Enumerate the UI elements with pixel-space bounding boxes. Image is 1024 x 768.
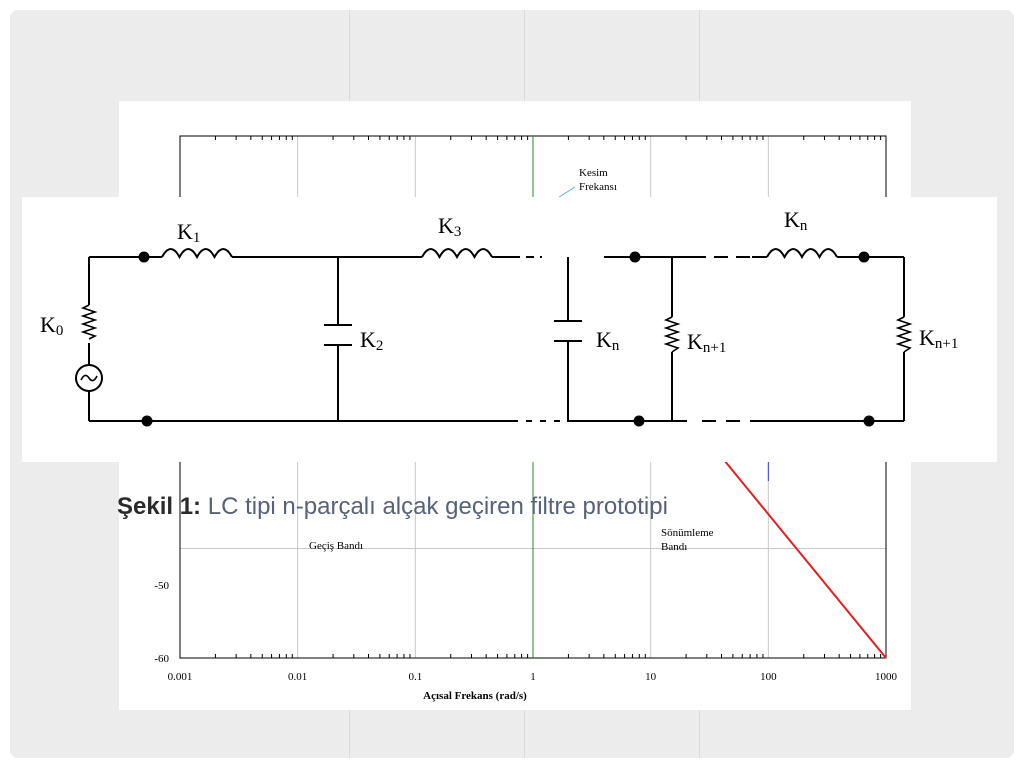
label-k0: K0 bbox=[40, 312, 63, 339]
node-dot bbox=[141, 415, 153, 427]
inductor-k3 bbox=[421, 248, 493, 260]
y-tick-label: -50 bbox=[154, 580, 169, 592]
figure-caption: Şekil 1: LC tipi n-parçalı alçak geçiren… bbox=[117, 493, 668, 521]
stopband-label: Bandı bbox=[661, 541, 687, 553]
inductor-k1 bbox=[161, 248, 233, 260]
circuit-wires bbox=[88, 256, 905, 422]
inductor-kn bbox=[766, 248, 838, 260]
node-dot bbox=[629, 251, 641, 263]
resistor-kn1-mid bbox=[663, 316, 681, 353]
x-tick-label: 1 bbox=[530, 671, 536, 683]
x-tick-label: 10 bbox=[645, 671, 657, 683]
circuit-svg: K0 K1 K2 K3 Kn Kn Kn+1 Kn+1 bbox=[40, 207, 958, 427]
x-tick-label: 0.01 bbox=[288, 671, 307, 683]
response-curve bbox=[706, 438, 887, 659]
label-kn1-mid: Kn+1 bbox=[687, 329, 726, 356]
node-dot bbox=[863, 415, 875, 427]
label-k3: K3 bbox=[438, 213, 461, 240]
node-dot bbox=[138, 251, 150, 263]
lc-ladder-circuit: K0 K1 K2 K3 Kn Kn Kn+1 Kn+1 bbox=[22, 197, 997, 462]
node-dot bbox=[633, 415, 645, 427]
x-tick-label: 0.001 bbox=[168, 671, 193, 683]
cutoff-label: Frekansı bbox=[579, 181, 617, 193]
circuit-nodes bbox=[138, 251, 875, 427]
x-tick-label: 1000 bbox=[875, 671, 898, 683]
resistor-kn1-right bbox=[895, 316, 913, 353]
label-k1: K1 bbox=[177, 219, 200, 246]
capacitor-kn bbox=[554, 257, 582, 421]
node-dot bbox=[858, 251, 870, 263]
caption-label: Şekil 1: bbox=[117, 493, 202, 520]
label-k2: K2 bbox=[360, 327, 383, 354]
label-kn-cap: Kn bbox=[596, 327, 620, 354]
x-tick-label: 100 bbox=[760, 671, 777, 683]
ac-wave-icon bbox=[80, 374, 98, 382]
y-tick-labels: -50 -60 bbox=[154, 580, 169, 665]
capacitor-k2 bbox=[324, 257, 352, 421]
x-tick-labels: 0.001 0.01 0.1 1 10 100 1000 bbox=[168, 671, 898, 683]
y-tick-label: -60 bbox=[154, 653, 169, 665]
stopband-label: Sönümleme bbox=[661, 527, 714, 539]
cutoff-label: Kesim bbox=[579, 167, 608, 179]
resistor-k0 bbox=[80, 304, 98, 340]
caption-text: LC tipi n-parçalı alçak geçiren filtre p… bbox=[201, 493, 668, 520]
x-tick-label: 0.1 bbox=[408, 671, 422, 683]
label-kn-top: Kn bbox=[784, 207, 808, 234]
label-kn1-right: Kn+1 bbox=[919, 325, 958, 352]
x-axis-label: Açısal Frekans (rad/s) bbox=[423, 690, 527, 702]
passband-label: Geçiş Bandı bbox=[309, 540, 363, 552]
